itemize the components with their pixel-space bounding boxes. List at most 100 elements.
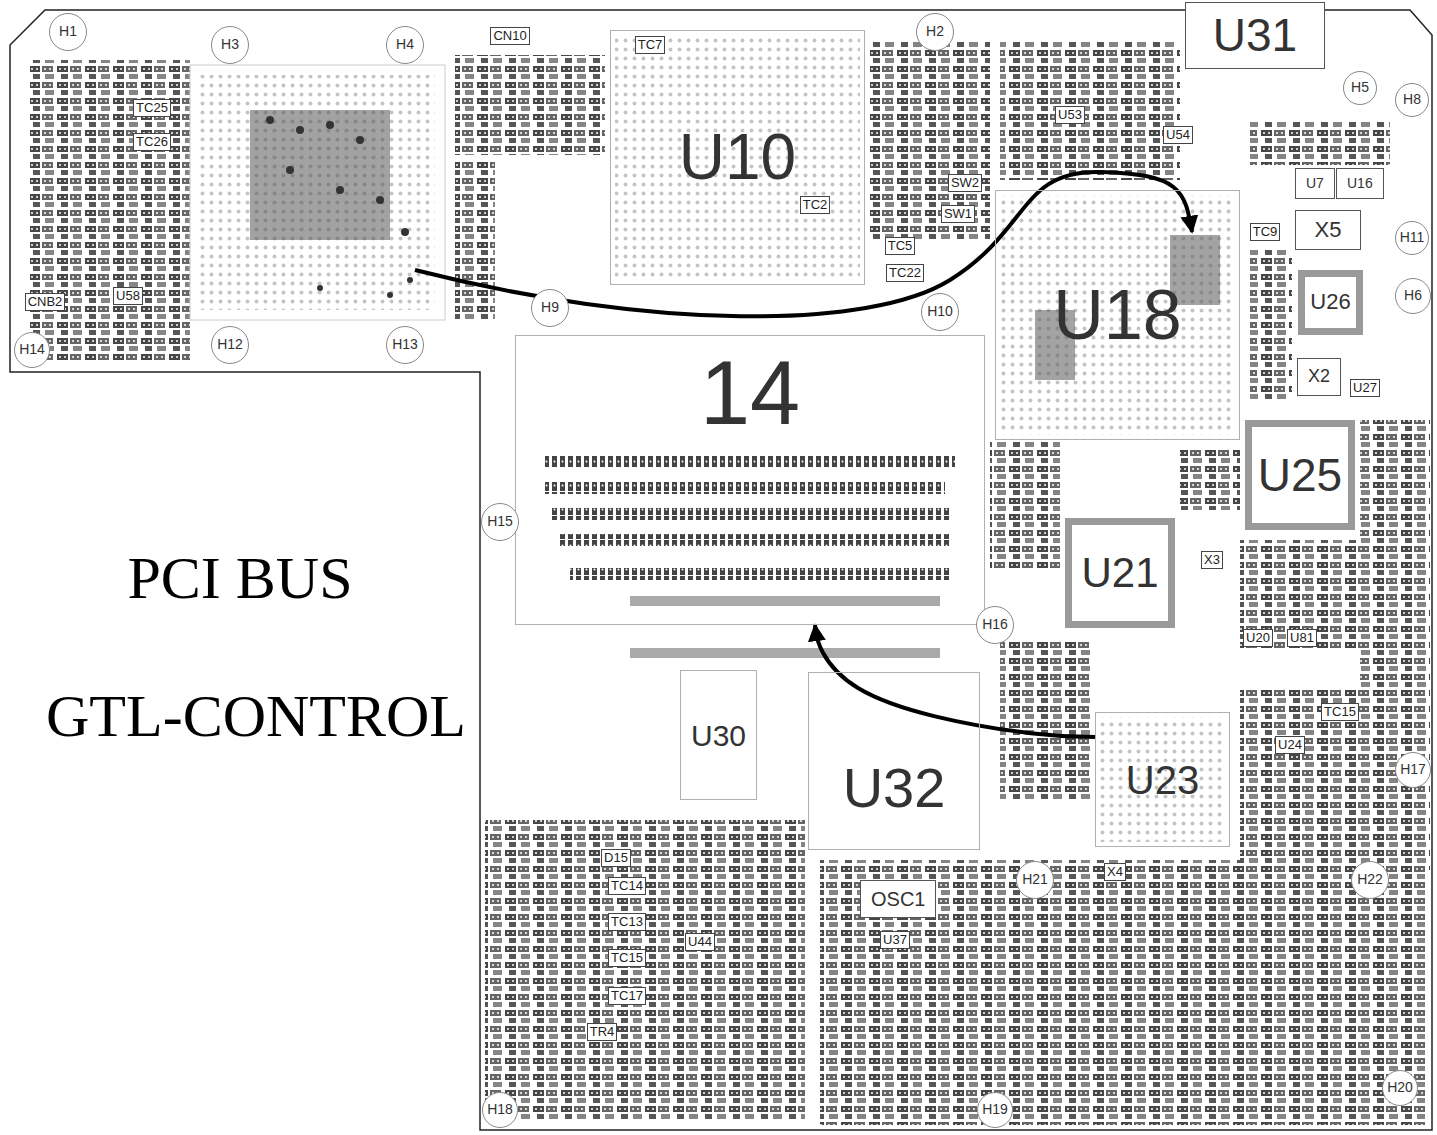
ic-package: U16 — [1336, 168, 1384, 199]
mounting-hole: H6 — [1395, 278, 1431, 314]
part-label: D15 — [601, 849, 631, 867]
part-designator: X2 — [1308, 367, 1330, 387]
part-label: U53 — [1055, 106, 1085, 124]
part-designator: H21 — [1022, 872, 1048, 887]
part-designator: U31 — [1213, 10, 1297, 61]
ic-package: U7 — [1295, 168, 1335, 199]
mounting-hole: H13 — [386, 326, 424, 364]
signal-arrow — [815, 625, 1095, 737]
part-designator: H8 — [1403, 92, 1421, 107]
mounting-hole: H8 — [1395, 83, 1429, 117]
part-label: TC22 — [886, 264, 924, 282]
part-label: TC14 — [608, 877, 646, 895]
part-label: TC17 — [608, 987, 646, 1005]
part-label: U27 — [1350, 379, 1380, 397]
part-label: TC15 — [1321, 703, 1359, 721]
part-designator: H9 — [541, 300, 559, 315]
part-label: CN10 — [490, 27, 529, 45]
part-designator: U23 — [1126, 758, 1199, 802]
part-designator: H6 — [1404, 288, 1422, 303]
ic-package: U32 — [808, 672, 980, 850]
part-designator: H19 — [982, 1102, 1008, 1117]
part-designator: OSC1 — [871, 888, 925, 910]
part-label: U54 — [1163, 126, 1193, 144]
ic-package: U30 — [680, 670, 757, 800]
part-designator: H12 — [217, 337, 243, 352]
bus-annotation: PCI BUS — [127, 545, 352, 611]
part-designator: 14 — [700, 344, 800, 443]
mounting-hole: H17 — [1395, 752, 1431, 788]
part-designator: H10 — [927, 304, 953, 319]
part-designator: H18 — [487, 1102, 513, 1117]
mounting-hole: H3 — [211, 26, 249, 64]
part-designator: X5 — [1315, 218, 1342, 242]
part-designator: H13 — [392, 337, 418, 352]
part-label: X3 — [1201, 551, 1223, 569]
mounting-hole: H11 — [1395, 221, 1429, 255]
pci-slot-pins — [545, 455, 955, 658]
part-designator: U7 — [1306, 176, 1324, 191]
mounting-hole: H21 — [1016, 861, 1054, 899]
part-label: TC15 — [608, 949, 646, 967]
part-label: TC2 — [800, 196, 831, 214]
part-designator: H2 — [926, 24, 944, 39]
mounting-hole: H10 — [921, 293, 959, 331]
bus-annotation: GTL-CONTROL — [46, 683, 466, 749]
mounting-hole: H18 — [482, 1092, 518, 1128]
part-designator: U30 — [691, 719, 746, 752]
part-designator: H4 — [396, 37, 414, 52]
part-designator: H16 — [982, 617, 1008, 632]
bga-chip: U23 — [1095, 712, 1230, 847]
oscillator: OSC1 — [860, 880, 936, 918]
part-designator: U21 — [1081, 550, 1158, 596]
part-label: X4 — [1104, 863, 1126, 881]
bga-balls — [250, 110, 1220, 380]
part-label: TC13 — [608, 913, 646, 931]
part-label: U37 — [880, 931, 910, 949]
part-designator: U26 — [1310, 290, 1350, 314]
part-designator: U10 — [679, 122, 796, 192]
part-label: U24 — [1275, 736, 1305, 754]
part-label: TC7 — [635, 36, 666, 54]
crystal: X2 — [1297, 358, 1341, 396]
part-label: SW2 — [948, 174, 982, 192]
connector-housing: U31 — [1185, 2, 1325, 69]
bga-chip: U18 — [995, 190, 1240, 440]
mounting-hole: H9 — [531, 289, 569, 327]
part-label: CNB2 — [25, 293, 66, 311]
mounting-hole: H19 — [977, 1092, 1013, 1128]
part-designator: H11 — [1400, 230, 1425, 245]
bga-chip: U10 — [610, 30, 865, 285]
part-designator: H14 — [19, 342, 45, 357]
part-designator: H5 — [1351, 80, 1369, 95]
part-designator: H15 — [487, 514, 513, 529]
part-label: U58 — [113, 287, 143, 305]
mounting-hole: H20 — [1382, 1070, 1418, 1106]
part-label: TR4 — [587, 1023, 618, 1041]
qfp-chip: U25 — [1245, 420, 1355, 530]
mounting-hole: H5 — [1343, 71, 1377, 105]
mounting-hole: H4 — [386, 26, 424, 64]
part-designator: U16 — [1347, 176, 1373, 191]
part-designator: U32 — [843, 757, 946, 819]
pci-slot: 14 — [515, 335, 985, 625]
part-label: SW1 — [941, 205, 975, 223]
mounting-hole: H14 — [14, 332, 50, 368]
mounting-hole: H22 — [1351, 861, 1389, 899]
part-designator: H22 — [1357, 872, 1383, 887]
part-label: U81 — [1287, 629, 1317, 647]
part-label: U44 — [685, 933, 715, 951]
qfp-chip: U21 — [1065, 518, 1175, 628]
mounting-hole: H1 — [49, 13, 87, 51]
part-designator: U18 — [1053, 277, 1181, 354]
ic-package: U26 — [1298, 270, 1363, 335]
board-outline — [10, 10, 1432, 1130]
part-designator: H3 — [221, 37, 239, 52]
part-designator: H1 — [59, 24, 77, 39]
mounting-hole: H16 — [976, 606, 1014, 644]
mounting-hole: H2 — [916, 13, 954, 51]
mounting-hole: H12 — [211, 326, 249, 364]
part-designator: H20 — [1387, 1080, 1413, 1095]
